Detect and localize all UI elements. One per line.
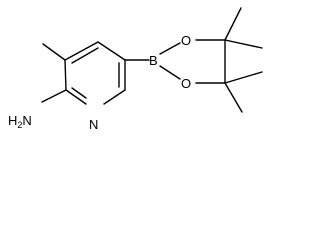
bond-b-o-bottom (159, 65, 181, 80)
chemical-structure-diagram: H2N N B O O (8, 7, 263, 132)
bond-methyl-top-2 (224, 39, 263, 49)
bond-c3-c4-inner (71, 47, 99, 64)
amine-label: H2N (8, 113, 32, 130)
atom-labels: H2N N B O O (8, 33, 191, 132)
bond-n1-c2 (65, 89, 87, 105)
boron-label: B (149, 53, 158, 68)
oxygen-top-label: O (181, 33, 191, 48)
amine-nitrogen: N (22, 113, 31, 128)
ring-nitrogen-label: N (89, 117, 98, 132)
bond-b-o-top (159, 42, 181, 55)
bond-c3-c4 (64, 41, 99, 61)
bond-c2-c3 (64, 59, 67, 91)
bond-lines (41, 7, 263, 113)
bond-c6-n1 (103, 89, 126, 105)
bond-methyl-top-1 (224, 7, 242, 41)
bond-c4-c5 (97, 41, 126, 61)
bond-n1-c2-inner (71, 87, 87, 99)
bond-c2-nh2 (41, 89, 67, 103)
bond-c3-methyl (42, 43, 66, 61)
amine-hydrogen: H (8, 113, 17, 128)
bond-methyl-bottom-1 (224, 71, 263, 84)
bond-methyl-bottom-2 (224, 82, 243, 113)
amine-hydrogen-count: 2 (17, 120, 22, 130)
oxygen-bottom-label: O (181, 76, 191, 91)
